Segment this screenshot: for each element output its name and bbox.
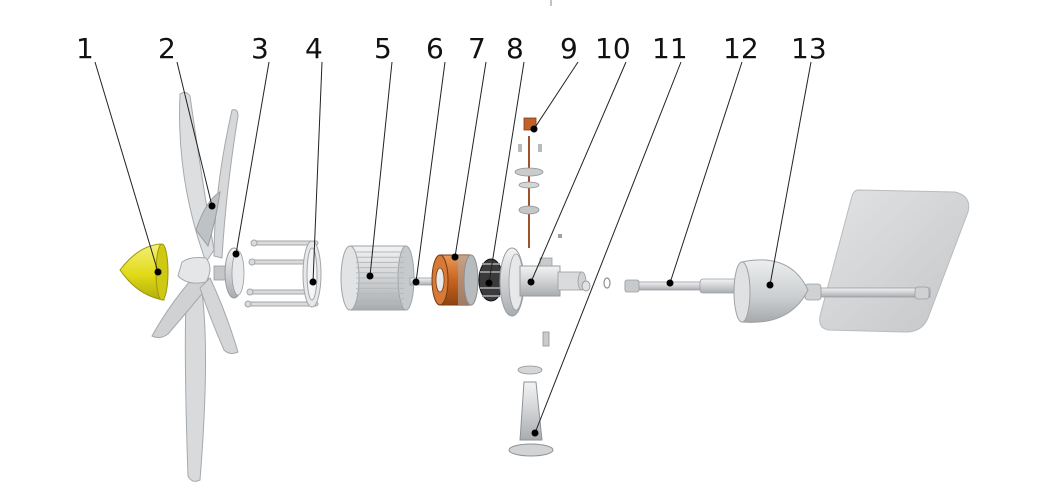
callout-number: 3 [251,32,269,65]
brush-assembly-icon [514,117,544,248]
leader-line [235,61,270,255]
callout-12: 12 [666,32,759,287]
leader-line [454,61,487,258]
callout-dot [208,202,216,210]
callout-dot [666,279,674,287]
leader-line [176,61,213,207]
tail-cone-icon [733,259,809,323]
callout-number: 1 [76,32,94,65]
callout-dot [451,253,459,261]
rear-flange-icon [499,247,611,317]
mount-base-icon [508,331,554,457]
leader-line [533,61,579,130]
leader-line [488,61,525,284]
tail-fin-icon [819,189,970,333]
callout-1: 1 [76,32,162,276]
leader-line [534,61,682,434]
callout-2: 2 [158,32,216,210]
callout-4: 4 [305,32,323,286]
callout-number: 5 [374,32,392,65]
callout-8: 8 [485,32,525,287]
callout-dot [232,250,240,258]
leader-line [312,61,323,283]
magnet-ring-icon [478,258,504,302]
callout-dot [154,268,162,276]
callout-dot [766,281,774,289]
leader-line [530,61,627,283]
callout-number: 11 [652,32,688,65]
hub-flange-icon [213,247,245,299]
callout-10: 10 [527,32,631,286]
callout-number: 8 [506,32,524,65]
leader-line [94,61,159,273]
callout-number: 7 [468,32,486,65]
rotor-coil-icon [431,254,479,306]
stator-housing-icon [340,245,415,311]
callout-dot [527,278,535,286]
callout-5: 5 [366,32,393,280]
callout-dot [531,429,539,437]
callout-number: 10 [595,32,631,65]
bolt-cage-icon [244,239,322,308]
nose-cone-icon [119,243,169,301]
leader-line [669,61,743,284]
callout-dot [366,272,374,280]
callout-6: 6 [412,32,446,286]
tail-boom-icon [624,278,931,301]
callout-number: 9 [560,32,578,65]
callout-dot [412,278,420,286]
blade-icon [151,91,239,482]
callout-number: 12 [723,32,759,65]
callout-number: 2 [158,32,176,65]
callout-number: 13 [791,32,827,65]
callout-dot [485,279,493,287]
callout-7: 7 [451,32,487,261]
callout-number: 6 [426,32,444,65]
callout-dot [309,278,317,286]
callout-9: 9 [530,32,579,133]
leader-line [369,61,393,277]
leader-line [415,61,446,283]
callout-13: 13 [766,32,827,289]
fastener-icon [558,234,591,292]
callout-3: 3 [232,32,270,258]
leader-line [769,61,812,286]
callout-number: 4 [305,32,323,65]
callout-11: 11 [531,32,688,437]
callout-dot [530,125,538,133]
